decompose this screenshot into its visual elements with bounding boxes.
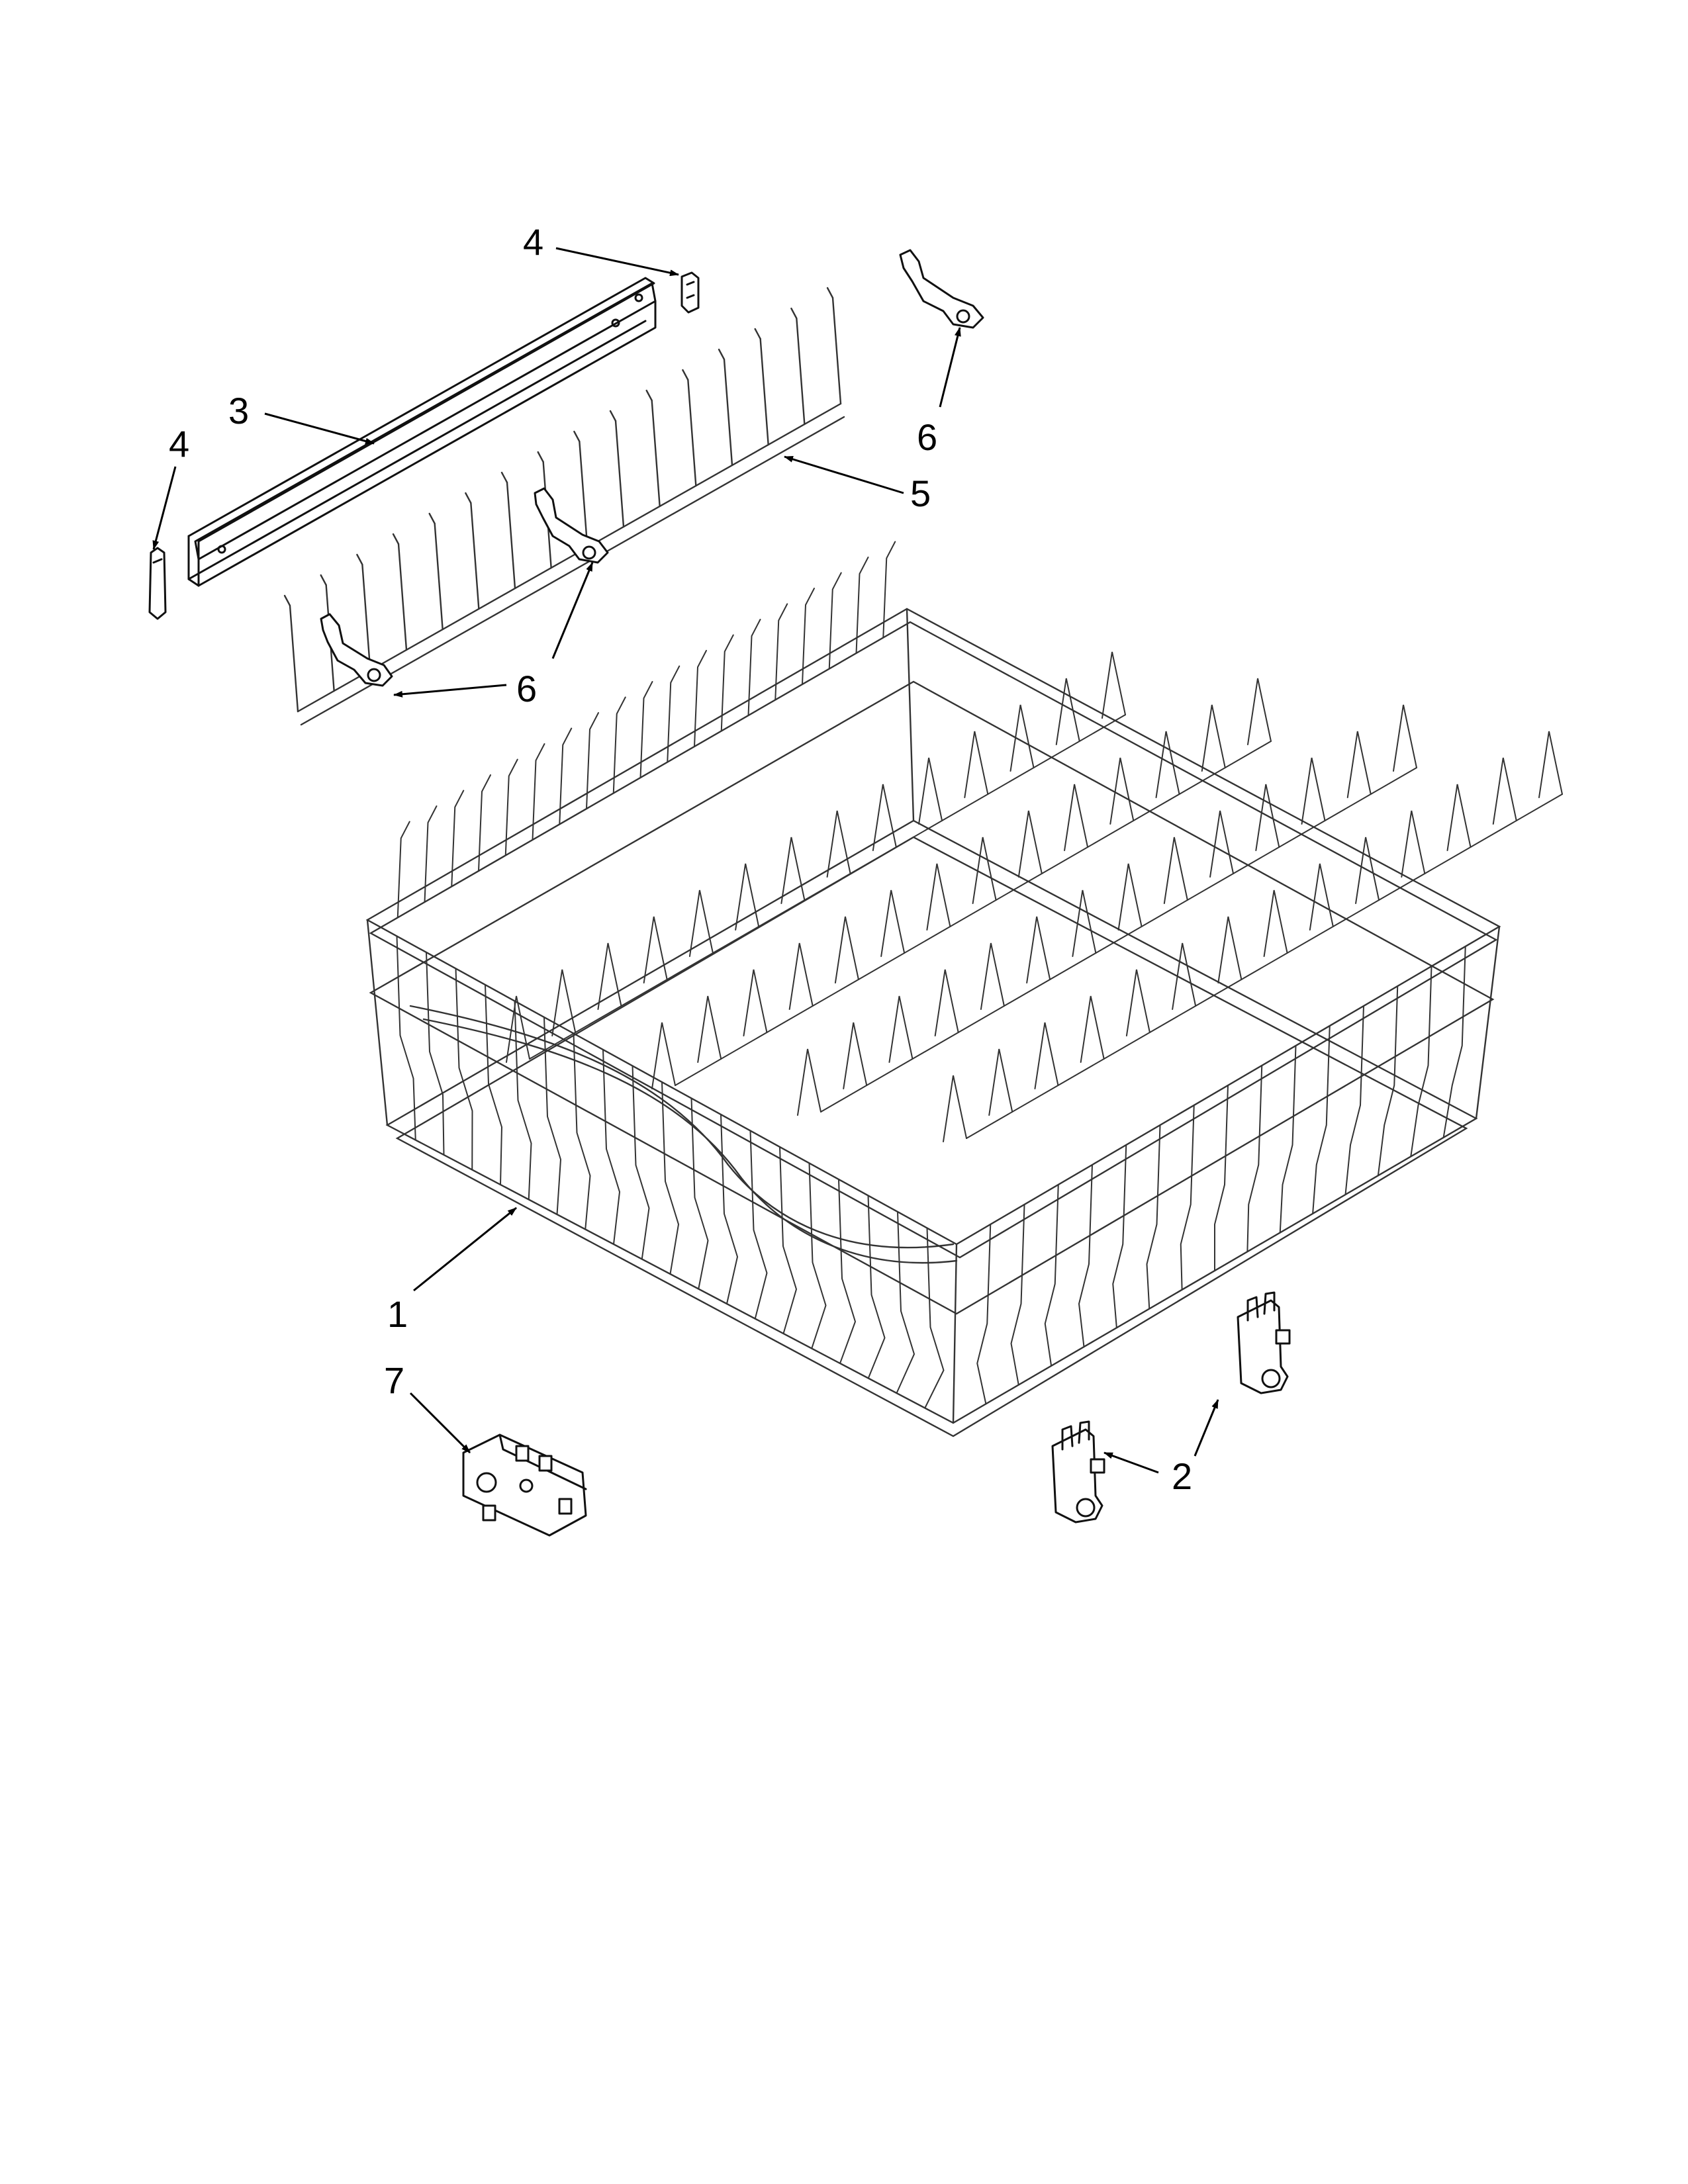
clip-upper-right	[899, 249, 984, 329]
end-cap-right	[680, 271, 700, 314]
callout-7: 7	[384, 1359, 404, 1401]
leader-4-right	[555, 247, 679, 277]
callout-3: 3	[228, 390, 249, 432]
clip-mid	[534, 487, 609, 564]
leader-2-left	[1103, 1451, 1159, 1474]
leader-3	[264, 412, 375, 445]
leader-6-lower	[393, 684, 507, 698]
leader-2-right	[1194, 1399, 1219, 1457]
rack-adjuster-right	[1237, 1291, 1291, 1394]
leader-lines	[152, 247, 1219, 1474]
leader-1	[413, 1206, 517, 1292]
callout-1: 1	[387, 1293, 408, 1335]
rack-adjuster-left	[1051, 1420, 1105, 1524]
callout-4-left: 4	[169, 423, 189, 465]
rack-wires	[396, 541, 1563, 1409]
bracket-part	[462, 1433, 587, 1537]
callout-4-right: 4	[523, 221, 543, 263]
tine-row	[283, 287, 845, 726]
rack-assembly	[365, 608, 1501, 1437]
leader-5	[784, 455, 904, 494]
leader-6-right	[939, 327, 961, 408]
callout-5: 5	[910, 473, 931, 514]
leader-4-left	[152, 466, 177, 550]
leader-7	[409, 1392, 471, 1454]
callout-6-right: 6	[917, 416, 937, 458]
end-cap-left	[148, 547, 167, 620]
callout-labels: 4 3 4 5 6 6 1 7 2	[169, 221, 1192, 1497]
leader-6-mid	[551, 562, 594, 659]
clip-lower-left	[320, 613, 393, 687]
callout-6-lower: 6	[516, 668, 537, 709]
callout-2: 2	[1172, 1455, 1192, 1497]
rail-part	[187, 277, 657, 587]
